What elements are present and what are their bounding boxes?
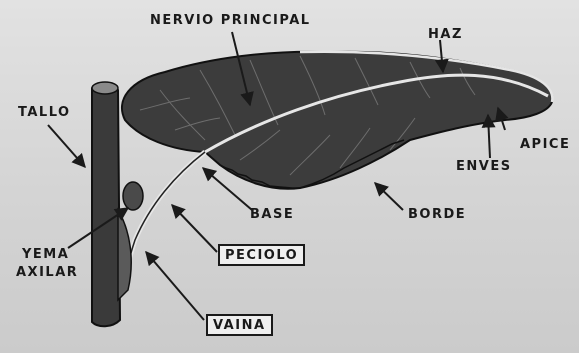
petiole: [124, 152, 205, 285]
label-enves: ENVES: [456, 160, 512, 173]
label-vaina: VAINA: [206, 314, 273, 336]
label-base: BASE: [250, 208, 294, 221]
label-apice: APICE: [520, 138, 570, 151]
sheath: [118, 210, 131, 300]
label-borde: BORDE: [408, 208, 466, 221]
label-peciolo: PECIOLO: [218, 244, 305, 266]
label-haz: HAZ: [428, 28, 463, 41]
label-nervio-principal: NERVIO PRINCIPAL: [150, 14, 311, 27]
axillary-bud: [123, 182, 143, 210]
stem: [92, 84, 120, 326]
label-yema: YEMA: [22, 248, 69, 261]
label-axilar: AXILAR: [16, 266, 78, 279]
label-tallo: TALLO: [18, 106, 71, 119]
